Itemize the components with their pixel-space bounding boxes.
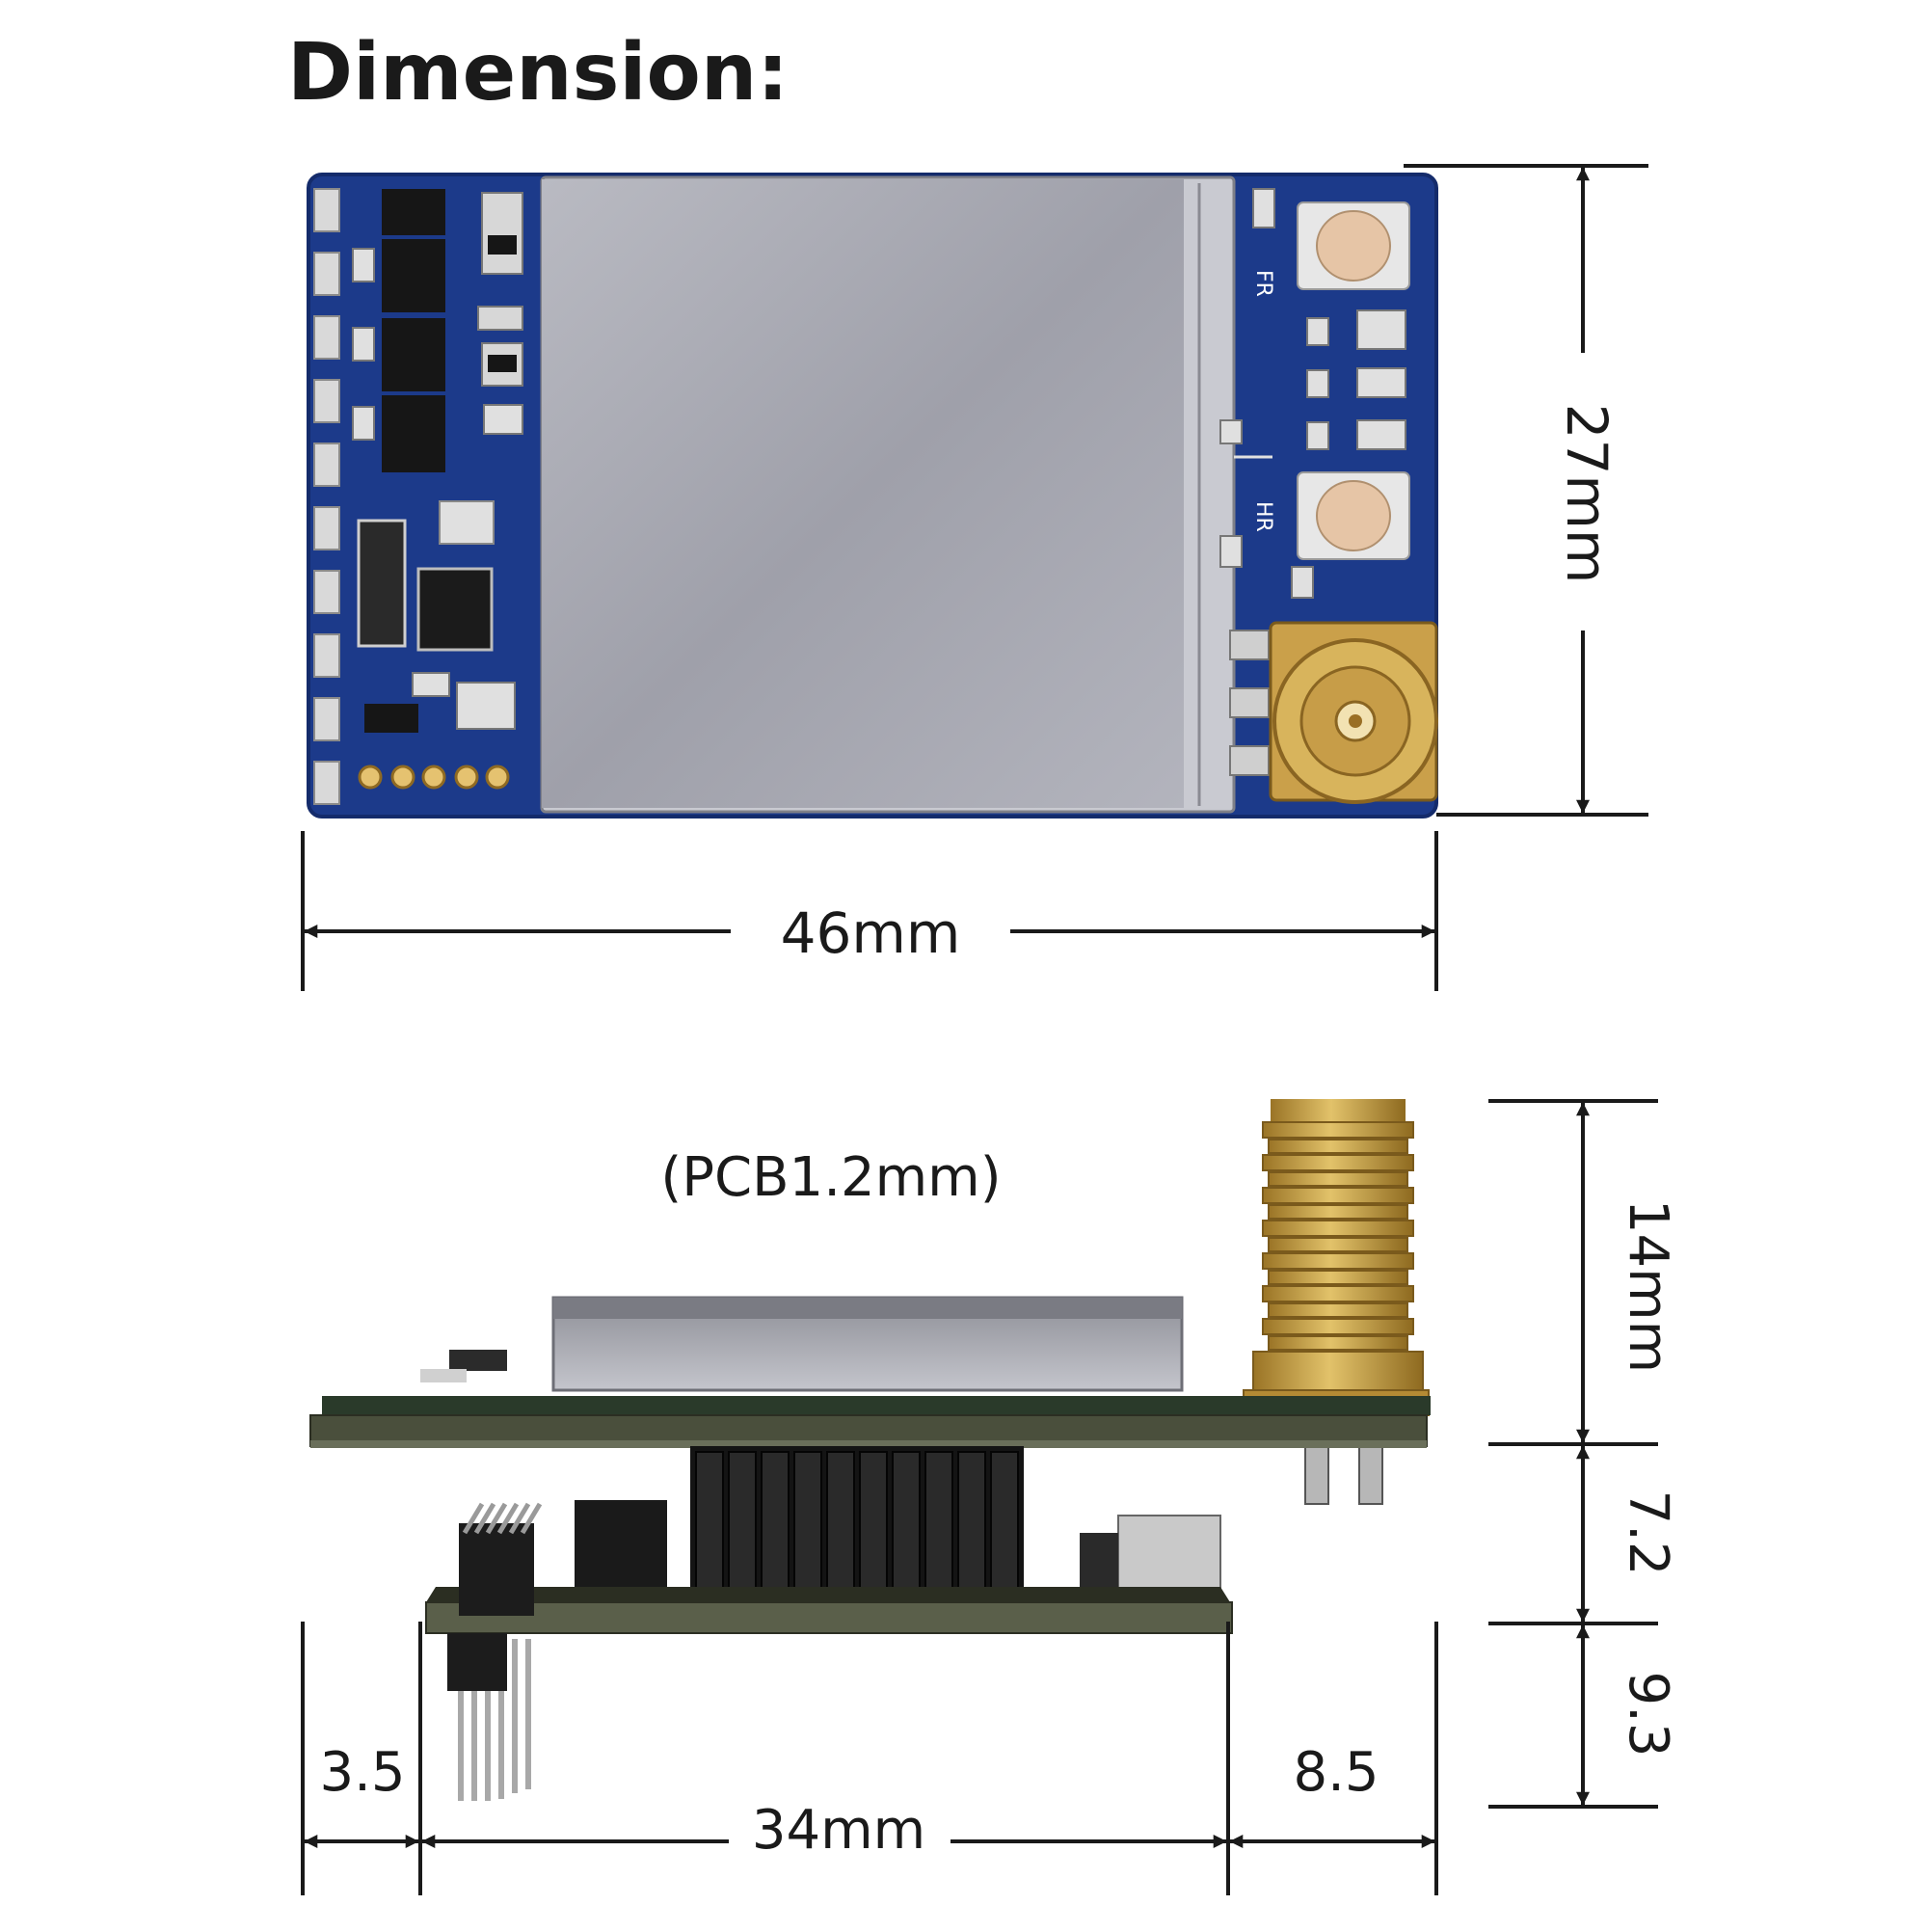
- mid-height-label: 7.2: [1617, 1489, 1679, 1575]
- left-components: [352, 189, 523, 733]
- sma-connector-top: [1269, 621, 1438, 804]
- bottom-height-label: 9.3: [1617, 1671, 1679, 1757]
- diagram-title: Dimension:: [287, 27, 790, 119]
- width-label: 46mm: [781, 900, 961, 966]
- side-width-dimensions: 3.5 34mm 8.5: [301, 1622, 1438, 1895]
- top-view-board: FR HR: [307, 173, 1438, 818]
- fr-button: [1316, 210, 1391, 282]
- side-view-assembly: [309, 1099, 1431, 1801]
- right-offset-label: 8.5: [1293, 1741, 1379, 1804]
- height-dimension: 27mm: [1404, 164, 1648, 817]
- left-edge-pads: [313, 188, 340, 805]
- hr-label: HR: [1251, 501, 1275, 532]
- pcb-thickness-note: (PCB1.2mm): [660, 1146, 1001, 1209]
- height-label: 27mm: [1554, 404, 1620, 584]
- base-width-label: 34mm: [752, 1799, 925, 1862]
- width-dimension: 46mm: [301, 831, 1438, 991]
- inter-board-header: [690, 1446, 1024, 1600]
- hr-button: [1316, 480, 1391, 551]
- right-components: FR HR: [1219, 188, 1410, 776]
- left-offset-label: 3.5: [319, 1741, 405, 1804]
- test-pads: [358, 765, 510, 790]
- fr-label: FR: [1251, 270, 1275, 297]
- angled-pin-header: [447, 1502, 543, 1801]
- antenna-height-label: 14mm: [1617, 1199, 1679, 1373]
- side-height-dimensions: 14mm 7.2 9.3: [1488, 1099, 1679, 1809]
